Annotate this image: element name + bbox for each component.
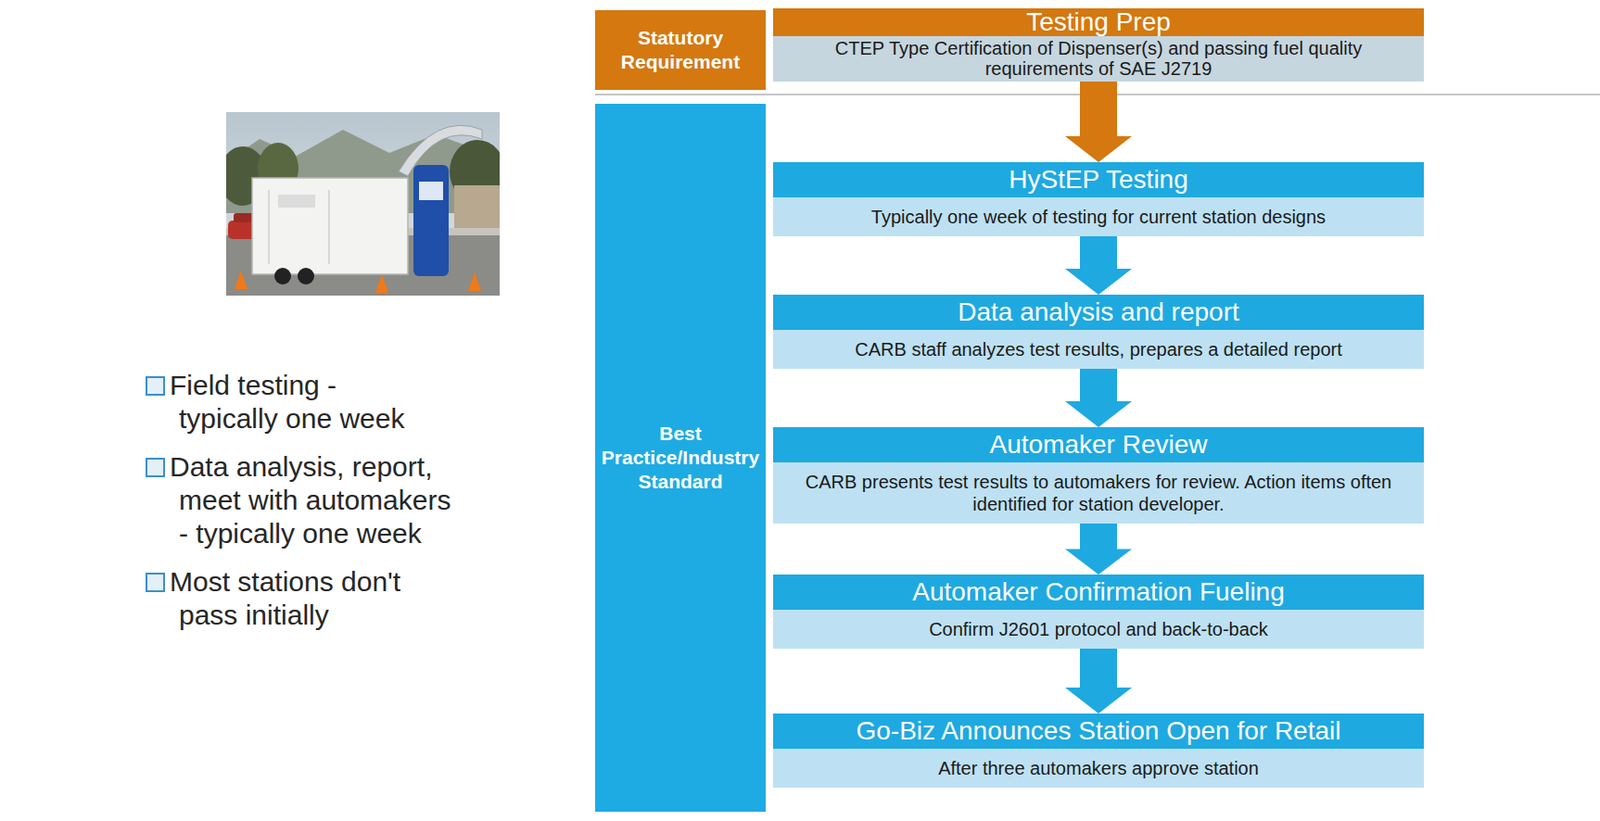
- bullet-note: Most stations don't pass initially: [169, 565, 448, 633]
- step-description: Typically one week of testing for curren…: [773, 197, 1424, 237]
- photo-building: [454, 185, 500, 232]
- flow-arrow: [1065, 523, 1132, 575]
- step-heading: Testing Prep: [773, 8, 1424, 37]
- photo-trailer-seam: [328, 190, 331, 265]
- step-description: Confirm J2601 protocol and back-to-back: [773, 609, 1424, 649]
- checkbox-bullet: [146, 458, 165, 477]
- process-step: HyStEP TestingTypically one week of test…: [773, 162, 1424, 237]
- prep-step: Testing PrepCTEP Type Certification of D…: [773, 8, 1424, 82]
- bullet-note: Field testing - typically one week: [169, 368, 411, 436]
- step-heading: Go-Biz Announces Station Open for Retail: [773, 713, 1424, 750]
- standard-column: Best Practice/Industry Standard: [595, 103, 766, 813]
- step-heading: HyStEP Testing: [773, 162, 1424, 198]
- column-label: Best Practice/Industry Standard: [598, 421, 762, 495]
- column-label: Statutory Requirement: [598, 25, 762, 75]
- step-heading: Automaker Review: [773, 427, 1424, 463]
- photo-content: [226, 112, 500, 296]
- photo-cone: [234, 270, 248, 290]
- step-heading: Automaker Confirmation Fueling: [773, 574, 1424, 610]
- process-step: Go-Biz Announces Station Open for Retail…: [773, 713, 1424, 788]
- checkbox-bullet: [146, 377, 165, 395]
- photo-sky: [226, 112, 500, 296]
- photo-dispenser-screen: [419, 181, 444, 201]
- step-description: After three automakers approve station: [773, 749, 1424, 788]
- photo-cone: [468, 272, 482, 292]
- step-description: CTEP Type Certification of Dispenser(s) …: [773, 36, 1424, 82]
- photo-trailer-seam: [267, 190, 270, 265]
- step-description: CARB presents test results to automakers…: [773, 462, 1424, 524]
- photo-trailer: [252, 177, 408, 275]
- photo-trailer-vent: [278, 194, 316, 208]
- flow-arrow: [1065, 236, 1132, 295]
- process-step: Data analysis and reportCARB staff analy…: [773, 294, 1424, 369]
- bullet-note: Data analysis, report, meet with automak…: [169, 450, 459, 551]
- requirement-tab: Statutory Requirement: [595, 10, 766, 90]
- station-photo: [218, 112, 506, 296]
- process-step: Automaker Confirmation FuelingConfirm J2…: [773, 574, 1424, 649]
- photo-wheel: [274, 267, 292, 285]
- step-description: CARB staff analyzes test results, prepar…: [773, 330, 1424, 369]
- flow-arrow: [1065, 368, 1132, 428]
- flow-arrow: [1065, 81, 1132, 163]
- checkbox-bullet: [146, 573, 165, 592]
- photo-cone: [375, 274, 389, 293]
- photo-dispenser: [413, 165, 449, 277]
- process-step: Automaker ReviewCARB presents test resul…: [773, 427, 1424, 524]
- photo-wheel: [297, 267, 315, 285]
- flow-arrow: [1065, 648, 1132, 714]
- step-heading: Data analysis and report: [773, 294, 1424, 331]
